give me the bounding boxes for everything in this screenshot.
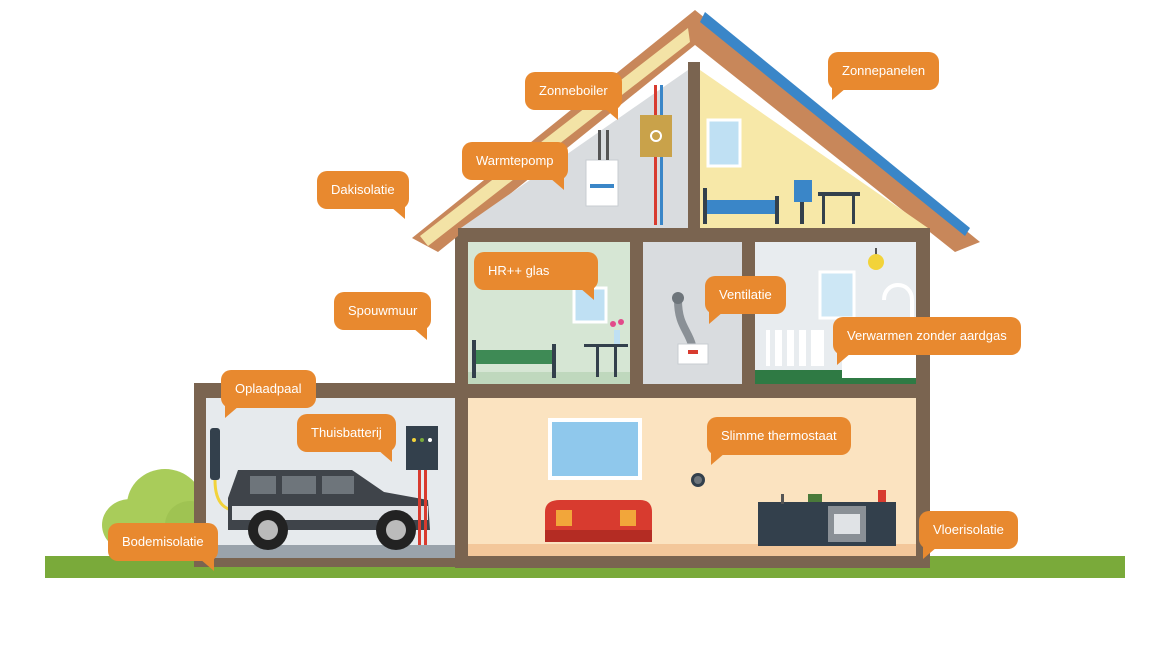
label-verwarmen-zonder-aardgas: Verwarmen zonder aardgas <box>833 317 1021 365</box>
label-hr-glas: HR++ glas <box>474 252 598 300</box>
label-thuisbatterij: Thuisbatterij <box>297 414 396 462</box>
ventilation-unit <box>672 292 709 365</box>
solar-boiler-unit <box>640 85 672 225</box>
label-bodemisolatie: Bodemisolatie <box>108 523 218 571</box>
label-warmtepomp: Warmtepomp <box>462 142 568 190</box>
attic-bedroom <box>703 118 860 224</box>
roof <box>412 10 980 252</box>
label-slimme-thermostaat: Slimme thermostaat <box>707 417 851 465</box>
label-spouwmuur: Spouwmuur <box>334 292 432 340</box>
label-zonnepanelen: Zonnepanelen <box>828 52 940 100</box>
green-bedroom-furniture <box>472 286 628 378</box>
label-vloerisolatie: Vloerisolatie <box>919 511 1018 559</box>
bathroom-furniture <box>766 248 916 378</box>
heat-pump-unit <box>585 130 619 207</box>
label-dakisolatie: Dakisolatie <box>317 171 409 219</box>
living-room-furniture <box>545 418 896 546</box>
label-zonneboiler: Zonneboiler <box>525 72 622 120</box>
home-battery <box>406 426 438 545</box>
label-ventilatie: Ventilatie <box>705 276 786 324</box>
label-oplaadpaal: Oplaadpaal <box>221 370 316 418</box>
electric-car <box>210 428 430 550</box>
